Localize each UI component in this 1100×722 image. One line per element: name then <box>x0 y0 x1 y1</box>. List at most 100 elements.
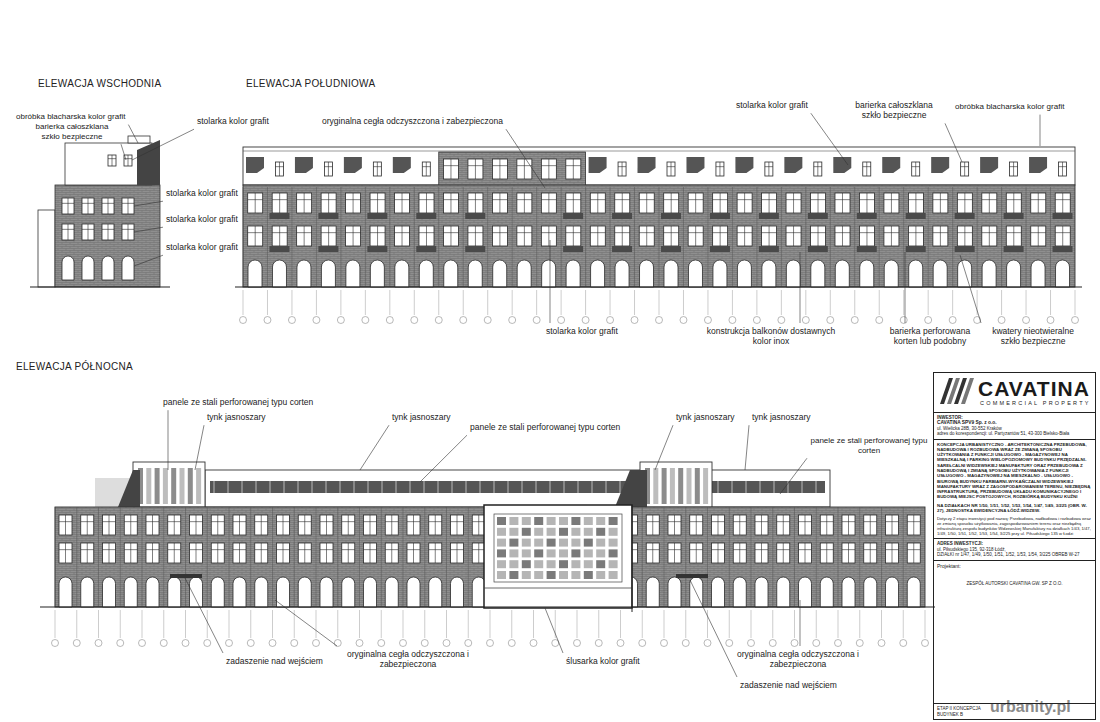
title-block-text: Dotyczy 2 etapu inwestycji pod nazwą: Pr… <box>937 516 1092 536</box>
window-transom <box>82 229 94 230</box>
window-transom <box>859 232 874 233</box>
window-transom <box>168 521 181 522</box>
window-mullion <box>475 193 476 213</box>
axis-bubble <box>778 317 785 324</box>
arched-opening <box>1056 260 1070 287</box>
window-mullion <box>913 515 914 535</box>
pilaster <box>55 507 56 607</box>
window-mullion <box>499 226 500 246</box>
pilaster <box>291 187 292 287</box>
pilaster <box>340 187 341 287</box>
arched-opening <box>429 577 442 607</box>
perforated-panel <box>534 539 543 547</box>
window-mullion <box>475 226 476 246</box>
band-mullion <box>578 481 579 493</box>
balcony <box>269 213 289 219</box>
pilaster <box>683 187 684 287</box>
grid-axis <box>598 610 599 638</box>
window-transom <box>108 158 116 159</box>
grid-axis <box>772 610 773 638</box>
window-transom <box>712 549 725 550</box>
pilaster <box>561 187 562 287</box>
window-mullion <box>597 226 598 246</box>
window <box>272 193 287 213</box>
window-transom <box>863 166 871 167</box>
window-transom <box>957 232 972 233</box>
annex-wall <box>38 210 55 287</box>
arched-opening <box>933 260 947 287</box>
title-block-text: ADRES INWESTYCJI: <box>937 541 1092 546</box>
window-mullion <box>304 226 305 246</box>
window <box>364 543 377 563</box>
window <box>1031 226 1046 246</box>
window <box>1059 162 1067 176</box>
window <box>1031 193 1046 213</box>
window-mullion <box>848 543 849 563</box>
window-mullion <box>128 224 129 240</box>
title-block-text: adres do korespondencji: ul. Partyzantów… <box>937 431 1092 436</box>
arched-opening <box>297 260 311 287</box>
window <box>108 155 116 166</box>
arched-opening <box>842 577 855 607</box>
window <box>277 515 290 535</box>
window-transom <box>639 199 654 200</box>
pilaster <box>732 187 733 287</box>
window-mullion <box>370 543 371 563</box>
perforated-panel <box>571 539 580 547</box>
pilaster <box>120 507 121 607</box>
window <box>59 543 72 563</box>
balcony <box>589 157 607 173</box>
window <box>786 193 801 213</box>
window <box>541 226 556 246</box>
window-transom <box>884 232 899 233</box>
window-mullion <box>128 155 129 166</box>
title-block-text: NA DZIAŁKACH NR 1/50, 1/51, 1/52, 1/53, … <box>937 503 1092 514</box>
window <box>122 224 134 240</box>
window <box>81 543 94 563</box>
material-callout: obróbka blacharska kolor grafit <box>955 102 1064 112</box>
entrance-canopy <box>170 574 202 578</box>
axis-bubble <box>465 640 472 647</box>
window-transom <box>690 521 703 522</box>
window <box>799 543 812 563</box>
material-callout: stolarka kolor grafit <box>546 326 618 336</box>
grid-axis <box>468 610 469 638</box>
window-mullion <box>112 155 113 166</box>
axis-bubble <box>240 317 247 324</box>
window-transom <box>419 199 434 200</box>
window-transom <box>982 199 997 200</box>
arched-opening <box>62 256 74 280</box>
axis-bubble <box>639 640 646 647</box>
window-mullion <box>435 515 436 535</box>
south-elevation <box>235 147 1082 324</box>
window-transom <box>190 521 203 522</box>
band-mullion <box>466 481 467 493</box>
pilaster <box>267 187 268 287</box>
window-transom <box>864 521 877 522</box>
band-mullion <box>550 481 551 493</box>
window-mullion <box>328 162 329 176</box>
window-transom <box>668 521 681 522</box>
leader-line <box>545 608 563 653</box>
arched-opening <box>493 260 507 287</box>
grid-axis <box>446 610 447 638</box>
window-transom <box>842 521 855 522</box>
band-mullion <box>256 481 257 493</box>
window-mullion <box>426 162 427 176</box>
window <box>190 543 203 563</box>
window-mullion <box>457 543 458 563</box>
grid-axis <box>952 290 953 315</box>
window-transom <box>59 549 72 550</box>
arched-opening <box>419 260 433 287</box>
leader-line <box>134 255 163 266</box>
window-mullion <box>217 515 218 535</box>
window-mullion <box>524 193 525 213</box>
window <box>272 226 287 246</box>
corner-tower <box>640 462 712 507</box>
window-mullion <box>1013 162 1014 176</box>
window <box>835 226 850 246</box>
window <box>716 162 724 176</box>
window <box>190 515 203 535</box>
pilaster <box>446 507 447 607</box>
